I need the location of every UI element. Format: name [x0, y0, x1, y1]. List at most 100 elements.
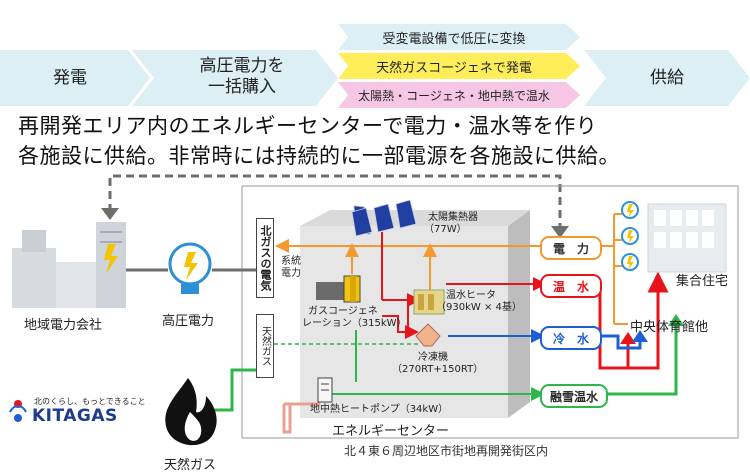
flow-mid-top-shape [338, 24, 580, 50]
water-heater-unit [413, 289, 445, 315]
output-hotwater-node: 温 水 [540, 274, 602, 298]
kitagas-logo-text: KITAGAS [32, 406, 118, 426]
housing-window [670, 210, 682, 226]
chiller-body [415, 323, 441, 347]
housing-window [686, 210, 698, 226]
bulb-icon [168, 242, 212, 294]
hokkaido-gas-box: 北ガスの電気 [256, 218, 274, 298]
snowmelt-supply-arrow [668, 314, 684, 326]
hotwater-flow-cogen [382, 315, 419, 339]
energy-center-label: エネルギーセンター [332, 424, 450, 439]
flow-mid-bottom-shape [338, 82, 580, 108]
heater-label-2: （930kW × 4基） [436, 302, 522, 313]
solar-collector-label-1: 太陽集熱器 [428, 212, 478, 223]
grid-power-label-2: 電力 [281, 268, 301, 279]
flow-step-1: 発電 [20, 58, 120, 98]
utility-company-label: 地域電力会社 [24, 318, 103, 333]
housing-label: 集合住宅 [676, 274, 729, 289]
small-bulb-icon [621, 227, 639, 245]
flow-mid-middle: 天然ガスコージェネで発電 [348, 53, 560, 79]
small-bulb-icon [621, 253, 639, 271]
small-bulb-icon [621, 201, 639, 219]
coldwater-supply-line [602, 334, 642, 350]
gym-label: 中央体育館他 [630, 320, 709, 335]
emergency-arrow-left [101, 208, 119, 220]
lightning-icon [104, 244, 118, 274]
headline-line-1: 再開発エリア内のエネルギーセンターで電力・温水等を作り [18, 114, 598, 138]
output-power-label: 電 力 [552, 241, 589, 256]
cogen-body [316, 282, 344, 300]
high-voltage-label: 高圧電力 [162, 314, 215, 329]
cogen-label-1: ガスコージェネ [308, 306, 378, 317]
headline-line-2: 各施設に供給。非常時には持続的に一部電源を各施設に供給。 [18, 144, 620, 168]
emergency-arrow-right [551, 226, 569, 238]
building-block [22, 230, 46, 252]
solar-panel [395, 199, 417, 229]
energy-center-frame [241, 185, 739, 439]
flow-mid-middle-shape [338, 53, 580, 79]
natural-gas-box: 天然ガス [256, 314, 274, 378]
output-snowmelt-node: 融雪温水 [540, 384, 608, 408]
small-bulb-bolt [627, 230, 634, 244]
solar-panel [351, 207, 373, 237]
solar-panel-group [351, 199, 417, 237]
flame-outer [165, 378, 217, 446]
ground-pipe [282, 404, 292, 434]
cogeneration-unit [316, 275, 361, 303]
housing-window [686, 232, 698, 248]
housing-window [702, 210, 714, 226]
flow-mid-top-label: 受変電設備で低圧に変換 [382, 31, 526, 47]
gas-line-from-source [210, 368, 258, 412]
snowmelt-supply-line [606, 322, 678, 396]
natural-gas-box-text: 天然ガス [259, 326, 271, 366]
small-bulb-bolt [627, 204, 634, 218]
flow-banner [0, 24, 750, 108]
solar-panel [373, 203, 395, 233]
flame-icon [165, 378, 217, 446]
housing-window [654, 210, 666, 226]
flow-step-2-label-line1: 高圧電力を [199, 56, 285, 76]
natural-gas-source-label: 天然ガス [164, 458, 217, 473]
flow-step-4-shape [584, 50, 750, 106]
flow-mid-top: 受変電設備で低圧に変換 [348, 24, 560, 50]
flow-step-4: 供給 [612, 58, 722, 98]
flame-inner [184, 412, 202, 441]
heater-label-1: 温水ヒータ [446, 290, 496, 301]
heater-body [428, 294, 434, 310]
flow-step-2-label-line2: 一括購入 [208, 77, 276, 97]
flow-step-1-label: 発電 [53, 67, 87, 88]
heater-body [418, 294, 424, 310]
output-coldwater-label: 冷 水 [552, 331, 589, 346]
flow-mid-bottom-label: 太陽熱・コージェネ・地中熱で温水 [358, 88, 550, 103]
flow-mid-middle-label: 天然ガスコージェネで発電 [376, 60, 532, 76]
chiller-label-2: （270RT+150RT） [392, 364, 484, 375]
bulb-base [181, 284, 199, 294]
solar-collector-label-2: （77W） [424, 224, 467, 235]
logo-dot [14, 414, 22, 422]
kitagas-logo-mark [9, 400, 27, 422]
flow-step-2: 高圧電力を 一括購入 [172, 52, 312, 102]
output-coldwater-node: 冷 水 [540, 326, 602, 350]
hotwater-supply-gym-arrow [620, 332, 636, 344]
chiller-unit [415, 323, 441, 347]
flow-mid-bottom: 太陽熱・コージェネ・地中熱で温水 [346, 82, 562, 108]
housing-window [702, 232, 714, 248]
coldwater-supply-arrow [632, 330, 648, 342]
bulb-bolt [184, 252, 198, 280]
flow-step-4-label: 供給 [650, 67, 684, 88]
heatpump-label: 地中熱ヒートポンプ（34kW） [310, 404, 449, 415]
output-hotwater-label: 温 水 [552, 279, 589, 294]
cogen-tank [350, 276, 356, 302]
output-power-node: 電 力 [540, 236, 602, 260]
building-block [56, 262, 96, 308]
flow-step-2-shape [132, 50, 338, 106]
housing-window [654, 232, 666, 248]
energy-center-block-front [300, 226, 508, 418]
output-snowmelt-label: 融雪温水 [549, 389, 598, 404]
emergency-dashed-line [108, 174, 562, 230]
district-caption: 北４東６周辺地区市街地再開発街区内 [344, 444, 549, 458]
hokkaido-gas-text: 北ガスの電気 [259, 225, 272, 291]
building-block [12, 248, 56, 308]
grid-power-label-1: 系統 [281, 256, 301, 267]
